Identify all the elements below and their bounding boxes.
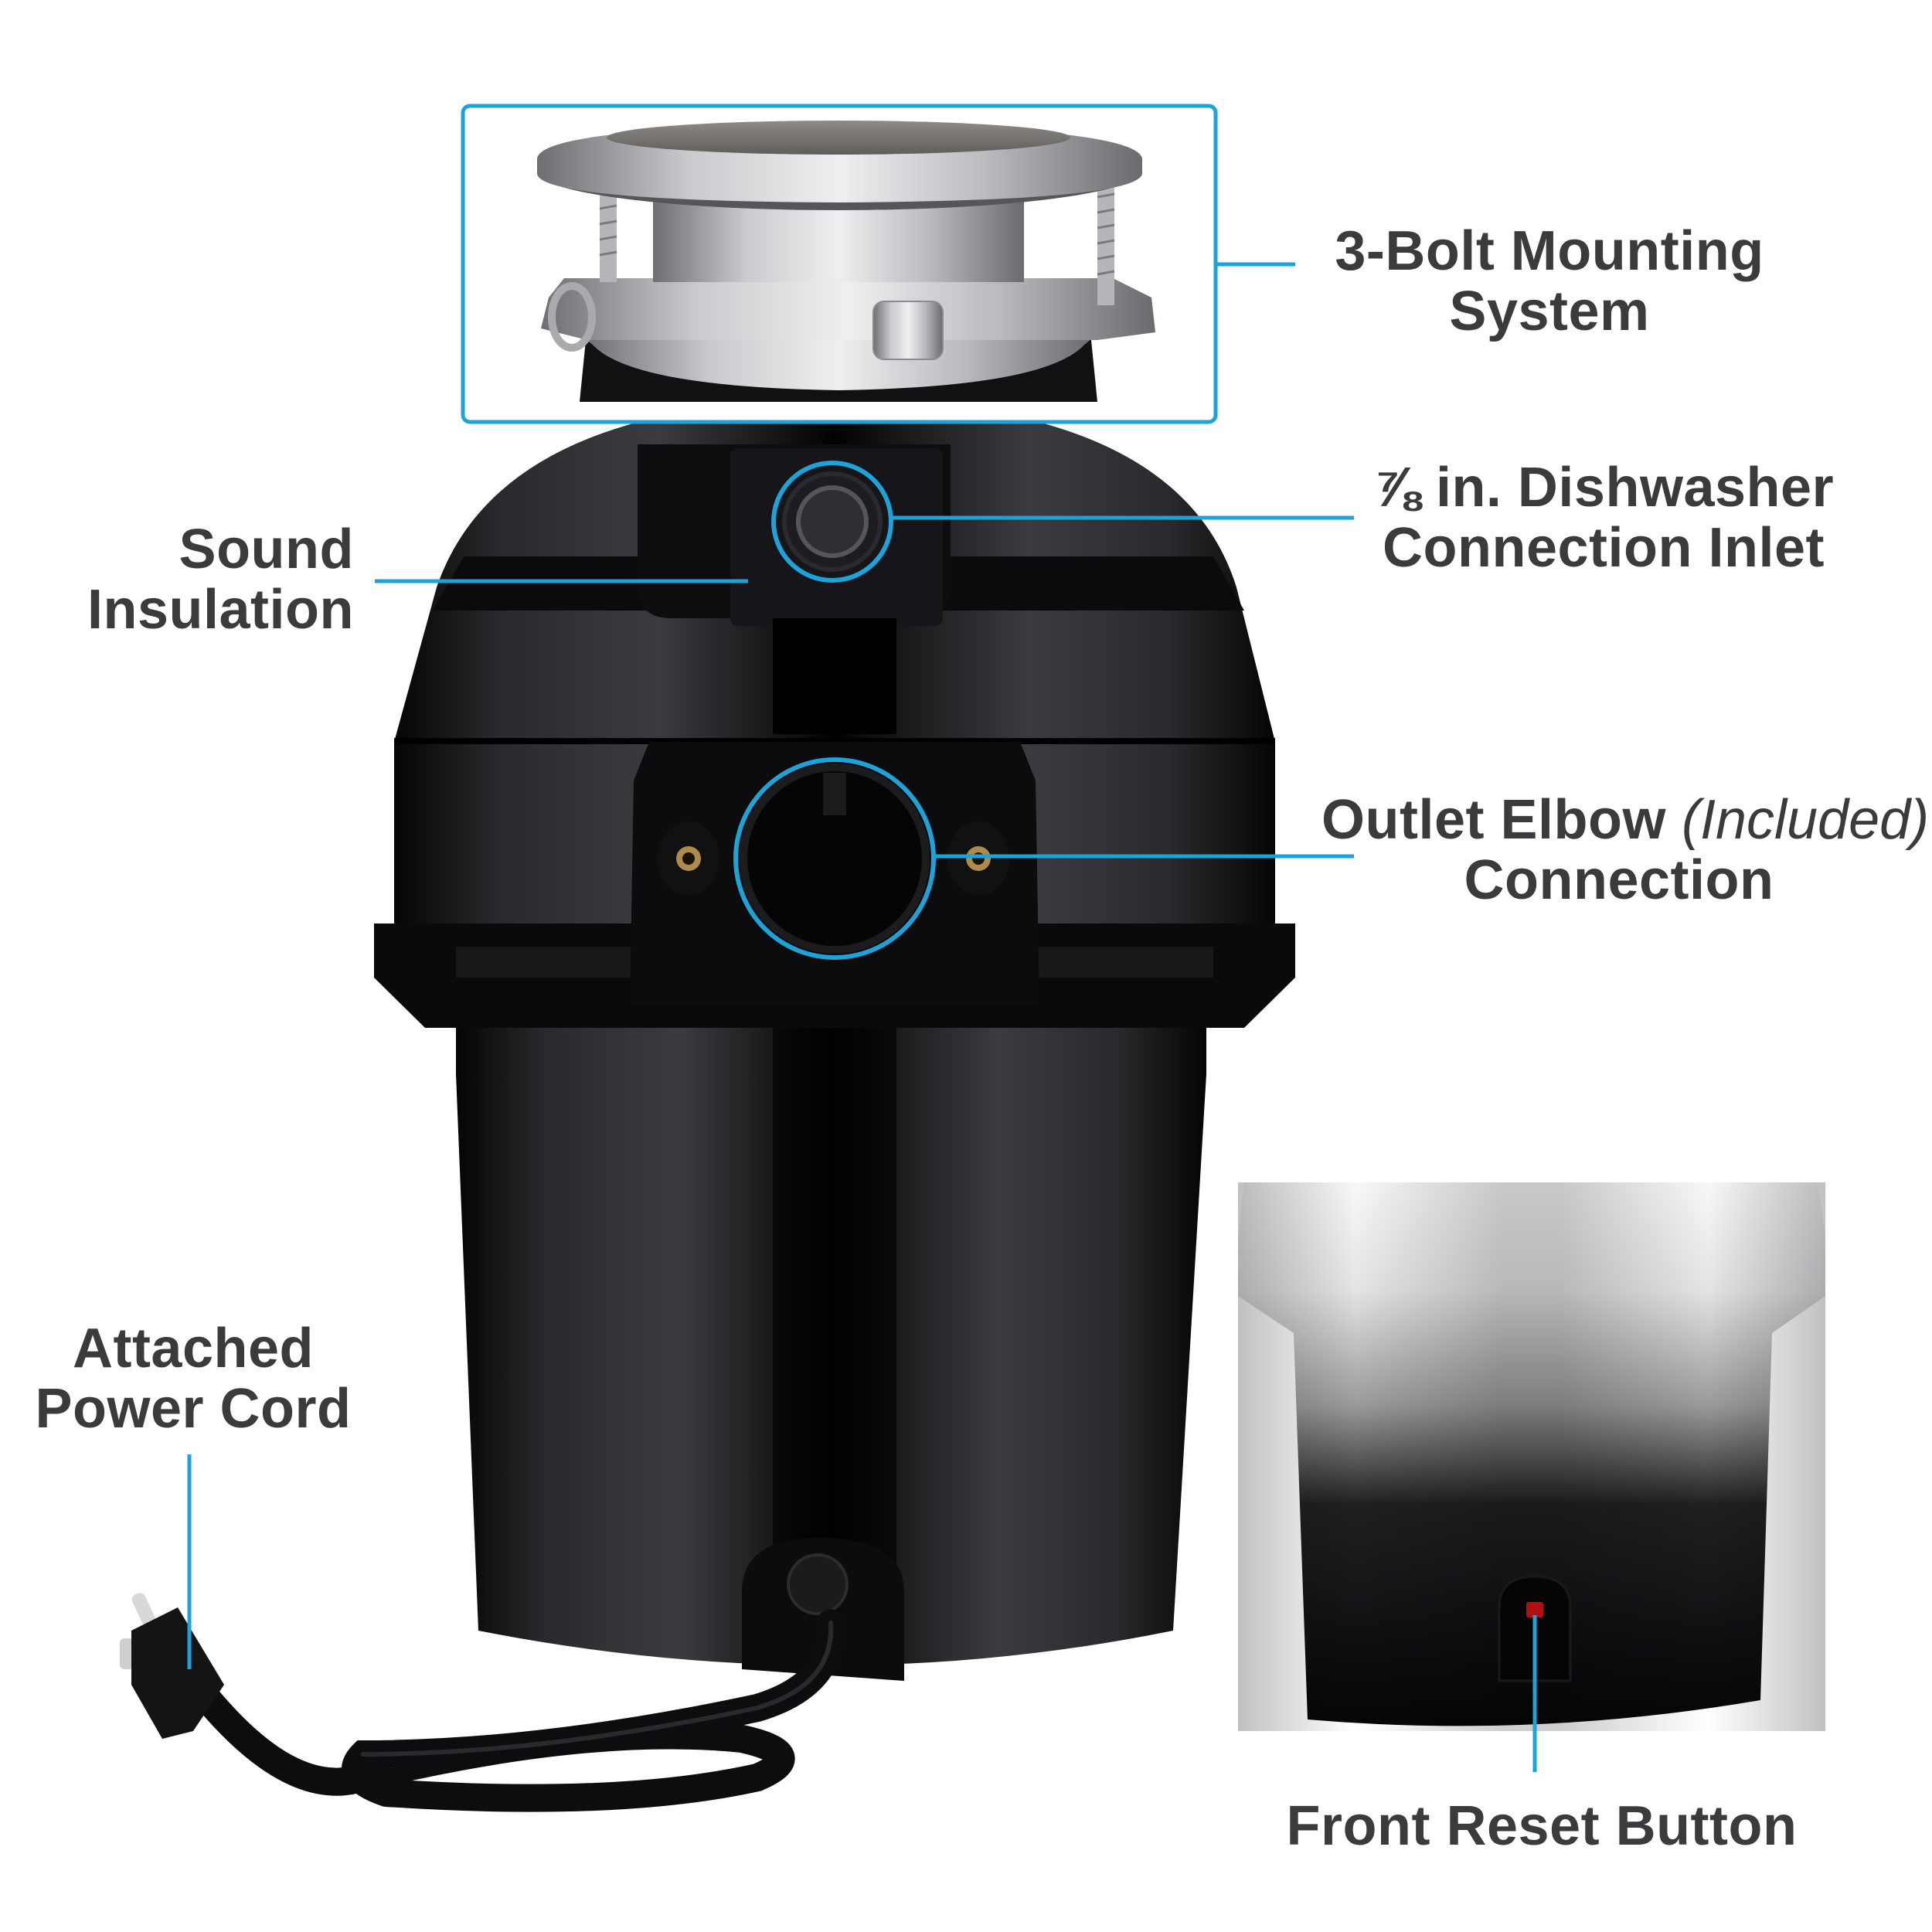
callout-dishwasher-line2: Connection Inlet (1383, 517, 1825, 579)
callout-sound-line2: Insulation (87, 579, 354, 641)
callout-outlet-line1: Outlet Elbow (Included) (1321, 789, 1930, 851)
callout-power-line2: Power Cord (35, 1378, 352, 1440)
callout-power-cord: Attached Power Cord (31, 1318, 355, 1439)
callout-reset-line1: Front Reset Button (1286, 1795, 1798, 1857)
outlet-elbow-port (630, 742, 1039, 1005)
callout-front-reset-button: Front Reset Button (1275, 1796, 1808, 1856)
fraction-seven-eighths: ⅞ (1372, 457, 1420, 519)
dishwasher-inlet-highlight-ring (771, 461, 893, 583)
reset-button-detail-view (1236, 1113, 1832, 1731)
callout-power-line1: Attached (72, 1318, 315, 1379)
callout-outlet-elbow: Outlet Elbow (Included) Connection (1321, 789, 1930, 911)
mounting-assembly (537, 121, 1155, 402)
callout-mounting-line1: 3-Bolt Mounting (1335, 220, 1764, 282)
power-cord (195, 1609, 845, 1812)
callout-dishwasher-line1: ⅞ in. Dishwasher (1372, 457, 1835, 519)
callout-dishwasher-inlet: ⅞ in. Dishwasher Connection Inlet (1360, 457, 1847, 578)
dishwasher-inlet (771, 461, 893, 583)
included-note: (Included) (1665, 789, 1930, 851)
reset-button (1526, 1602, 1543, 1617)
power-plug (120, 1593, 224, 1739)
callout-sound-insulation: Sound Insulation (46, 519, 354, 640)
outlet-highlight-ring (733, 757, 936, 960)
callout-mounting-line2: System (1449, 281, 1650, 342)
callout-leaders (187, 104, 1537, 1772)
callout-sound-line1: Sound (179, 519, 354, 580)
callout-outlet-line2: Connection (1464, 849, 1774, 911)
disposal-main-body (374, 421, 1295, 1681)
callout-mounting-system: 3-Bolt Mounting System (1314, 221, 1785, 342)
